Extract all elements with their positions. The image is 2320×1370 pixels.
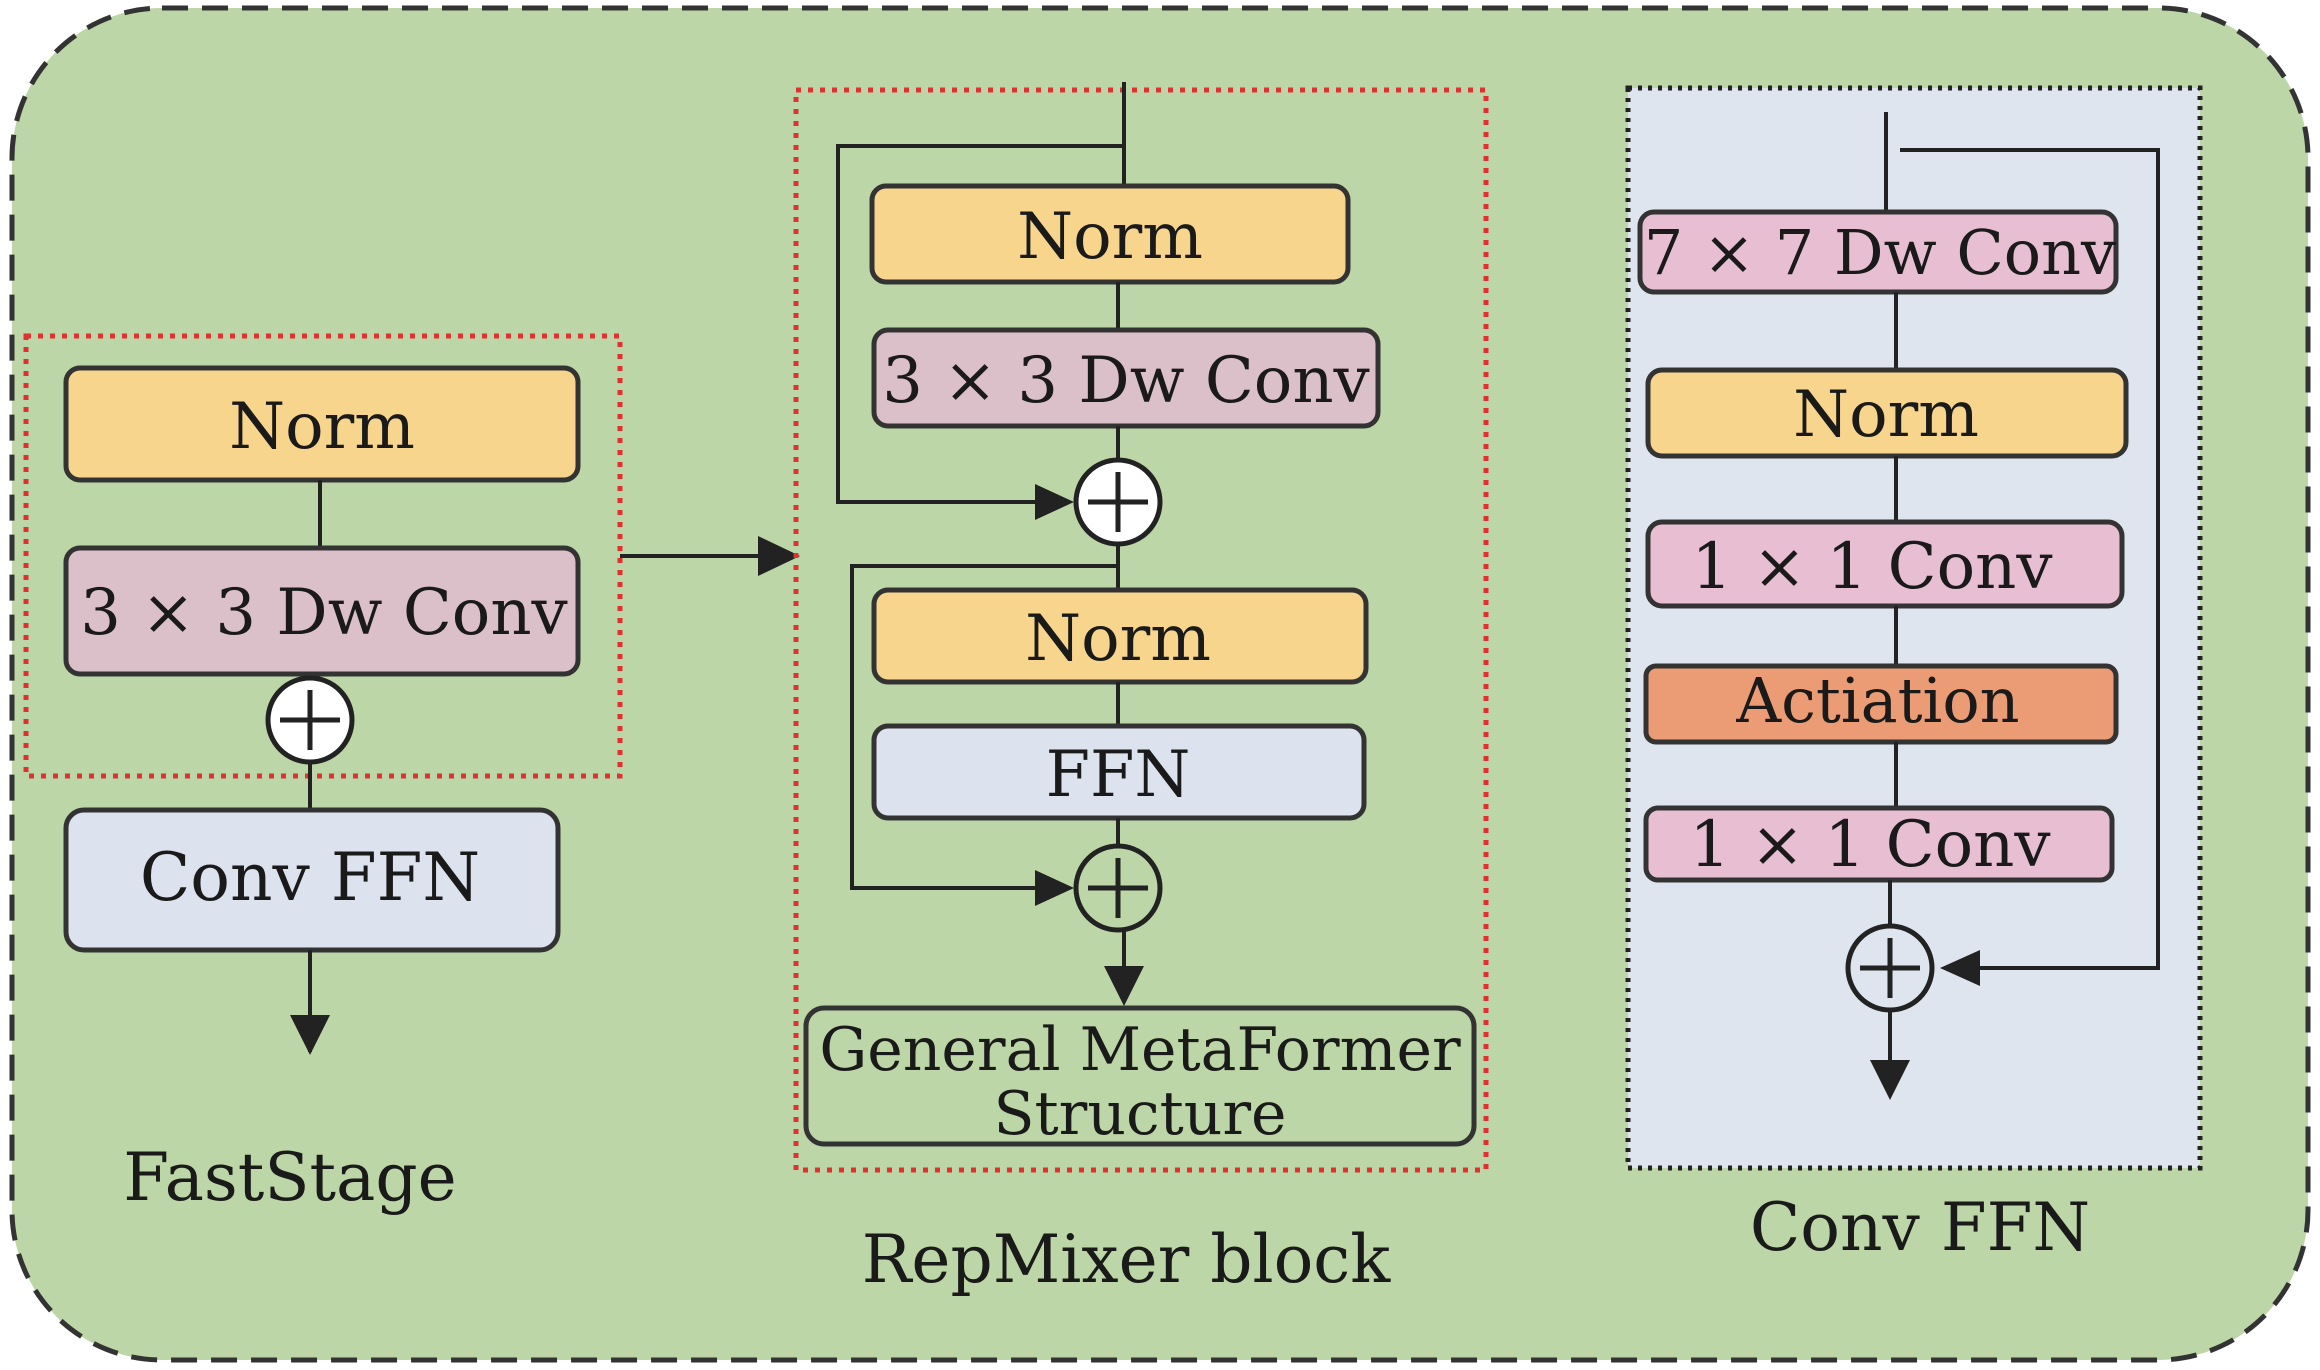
convffn-skip-connection <box>1900 148 2160 970</box>
repmixer-skip-connection-1 <box>836 144 1124 504</box>
convffn-conv1-box: 1 × 1 Conv <box>1645 519 2125 609</box>
convffn-dwconv-box: 7 × 7 Dw Conv <box>1637 209 2119 295</box>
convffn-conv1-label: 1 × 1 Conv <box>1692 530 2053 604</box>
repmixer-skip-2-arrowhead <box>1035 870 1074 906</box>
convffn-skip-arrowhead <box>1940 950 1980 986</box>
convffn-activation-label: Actiation <box>1735 664 2019 737</box>
repmixer-metaformer-line1: General MetaFormer <box>819 1015 1461 1085</box>
convffn-dwconv-label: 7 × 7 Dw Conv <box>1644 216 2116 289</box>
repmixer-add-icon-2 <box>1073 843 1163 933</box>
repmixer-norm2-label: Norm <box>1025 602 1211 676</box>
repmixer-skip-connection-2 <box>850 564 1118 890</box>
faststage-convffn-label: Conv FFN <box>140 839 480 916</box>
repmixer-norm1-label: Norm <box>1017 200 1203 274</box>
faststage-dwconv-label: 3 × 3 Dw Conv <box>80 576 567 650</box>
repmixer-norm2-box: Norm <box>871 587 1369 685</box>
repmixer-red-dotted-frame <box>793 87 1489 1173</box>
repmixer-caption: RepMixer block <box>862 1221 1392 1298</box>
faststage-output-arrowhead <box>290 1015 330 1055</box>
repmixer-add-icon-1 <box>1073 457 1163 547</box>
repmixer-norm1-box: Norm <box>869 183 1351 285</box>
convffn-norm-label: Norm <box>1793 378 1979 452</box>
repmixer-ffn-box: FFN <box>871 723 1367 821</box>
repmixer-metaformer-line2: Structure <box>993 1079 1286 1149</box>
convffn-conv2-label: 1 × 1 Conv <box>1690 808 2051 882</box>
faststage-norm-label: Norm <box>229 390 415 464</box>
repmixer-dwconv-box: 3 × 3 Dw Conv <box>871 327 1381 429</box>
faststage-dwconv-box: 3 × 3 Dw Conv <box>63 545 581 677</box>
repmixer-output-arrowhead <box>1104 966 1144 1006</box>
convffn-activation-box: Actiation <box>1643 663 2119 745</box>
repmixer-metaformer-box: General MetaFormer Structure <box>803 1005 1477 1149</box>
convffn-conv2-box: 1 × 1 Conv <box>1643 805 2115 883</box>
faststage-norm-box: Norm <box>63 365 581 483</box>
convffn-caption: Conv FFN <box>1750 1189 2090 1266</box>
repmixer-ffn-label: FFN <box>1046 738 1191 812</box>
convffn-output-arrowhead <box>1870 1060 1910 1100</box>
faststage-convffn-box: Conv FFN <box>63 807 561 953</box>
repmixer-dwconv-label: 3 × 3 Dw Conv <box>882 344 1369 418</box>
convffn-add-icon <box>1845 923 1935 1013</box>
faststage-caption: FastStage <box>123 1139 456 1216</box>
faststage-red-dotted-frame <box>23 333 623 779</box>
convffn-norm-box: Norm <box>1645 367 2129 459</box>
repmixer-skip-1-arrowhead <box>1035 484 1074 520</box>
faststage-add-icon <box>265 675 355 765</box>
faststage-to-repmixer-arrowhead <box>758 536 800 576</box>
